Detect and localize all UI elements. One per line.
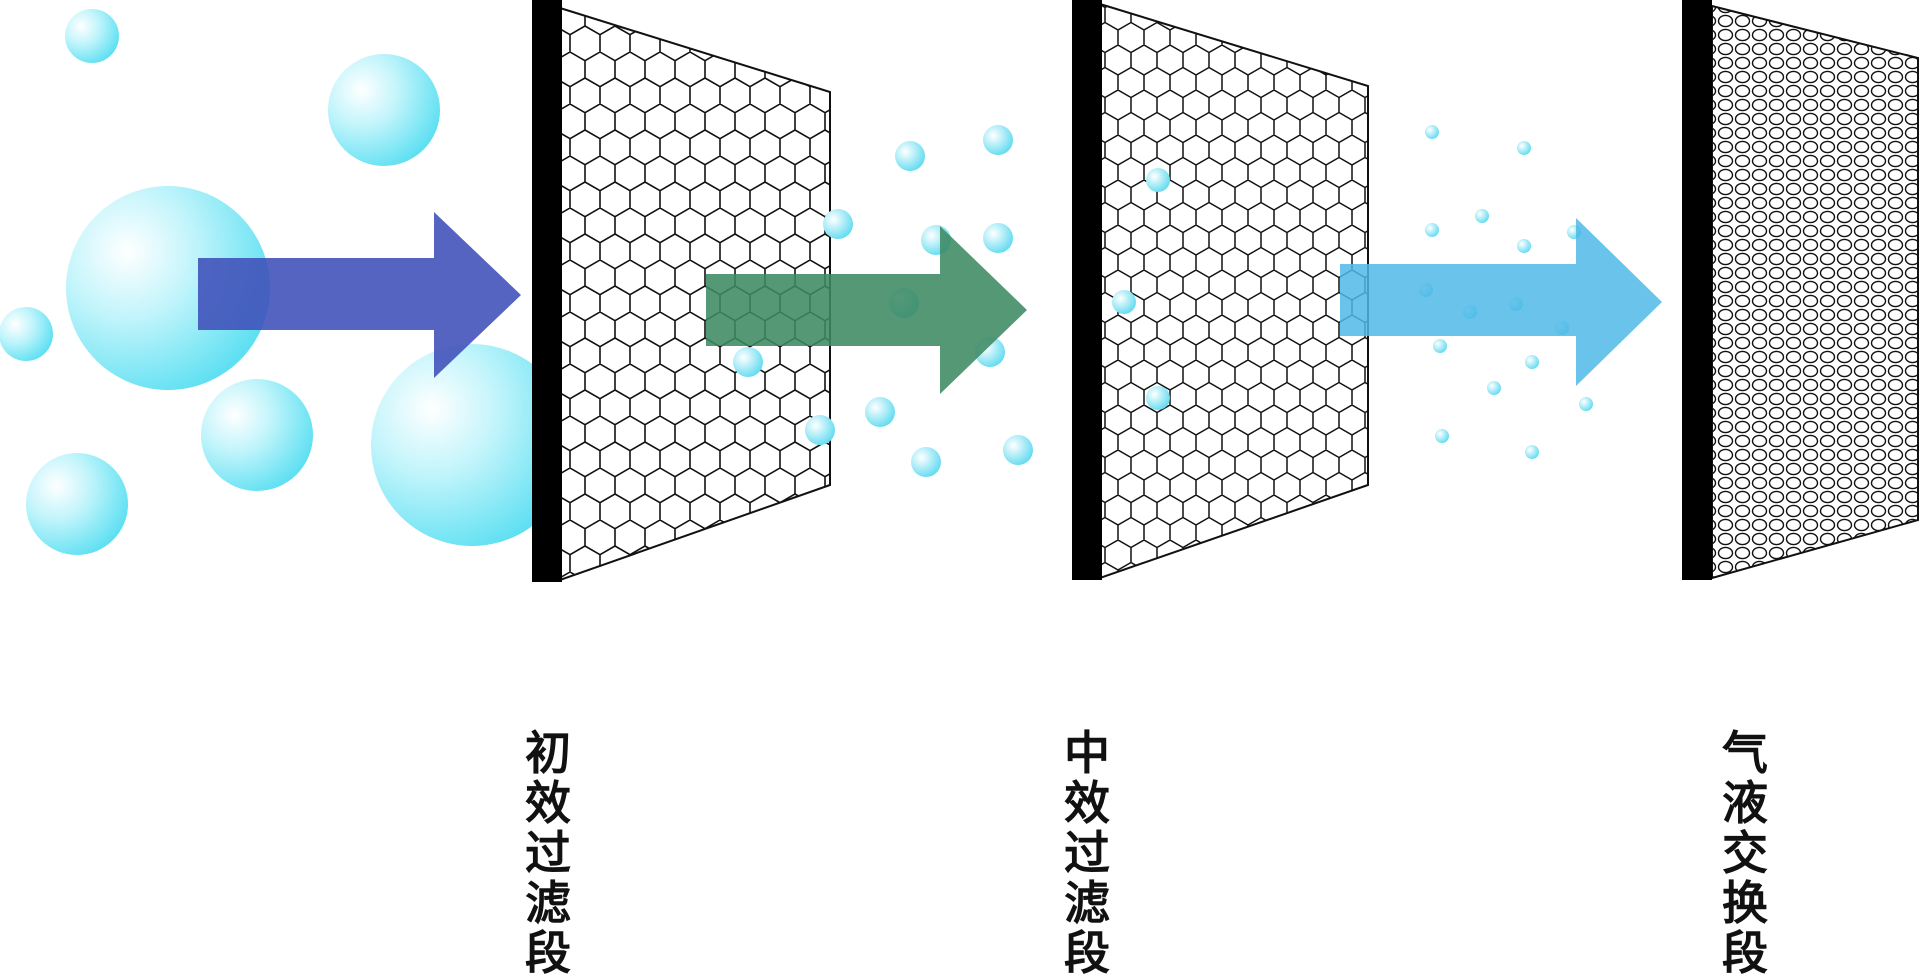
particle [983, 223, 1013, 253]
particle [1525, 355, 1539, 369]
particle [1475, 209, 1489, 223]
particle [1487, 381, 1501, 395]
particle [65, 9, 119, 63]
flow-arrow-2 [706, 226, 1027, 394]
particle [1112, 290, 1136, 314]
filter-panel-coarse [532, 0, 831, 582]
particle [1146, 386, 1170, 410]
particle [201, 379, 313, 491]
flow-arrow-3 [1340, 218, 1662, 386]
particle [733, 347, 763, 377]
particle [1517, 239, 1531, 253]
panel-frame [532, 0, 562, 582]
particle [983, 125, 1013, 155]
particle [371, 344, 573, 546]
stage-label-medium-filter: 中效过滤段 [1064, 726, 1110, 980]
particle [805, 415, 835, 445]
particle [1579, 397, 1593, 411]
filter-panel-exchange [1682, 0, 1919, 580]
particle [26, 453, 128, 555]
large-particles [0, 9, 573, 555]
panel-frame [1682, 0, 1712, 580]
particle [1146, 168, 1170, 192]
particle [1433, 339, 1447, 353]
stage-label-primary-filter: 初效过滤段 [525, 726, 571, 980]
particle [0, 307, 53, 361]
particle [1517, 141, 1531, 155]
filter-panel-medium [1072, 0, 1369, 580]
panel-frame [1072, 0, 1102, 580]
particle [1435, 429, 1449, 443]
particle [1425, 223, 1439, 237]
particle [1525, 445, 1539, 459]
particle [328, 54, 440, 166]
particle [66, 186, 270, 390]
particle [865, 397, 895, 427]
particle [895, 141, 925, 171]
stage-label-gas-liquid-exchange: 气液交换段 [1722, 726, 1768, 980]
flow-arrow-1 [198, 212, 521, 378]
particle [911, 447, 941, 477]
particle [823, 209, 853, 239]
particle [1425, 125, 1439, 139]
particle [1003, 435, 1033, 465]
